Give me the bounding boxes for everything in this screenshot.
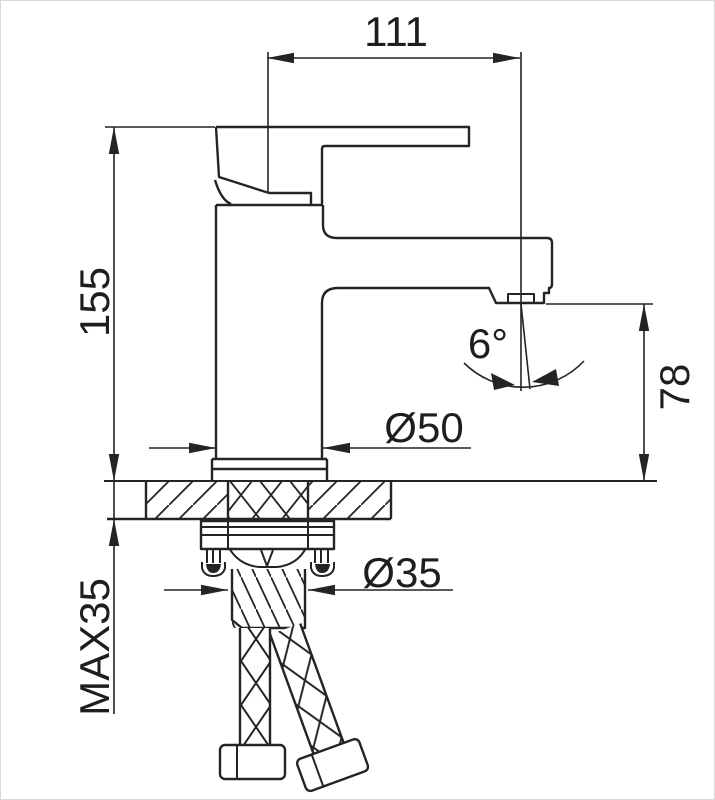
hose-left-braid: [240, 628, 270, 745]
dim-78-arrow-bottom: [638, 454, 650, 481]
dimension-max-thickness: MAX35: [71, 519, 120, 716]
dim-155-lines: [105, 126, 215, 714]
dim-angle-label: 6°: [468, 320, 508, 367]
dim-78-arrow-top: [638, 304, 650, 331]
dim-d35-label: Ø35: [362, 549, 441, 596]
dim-d50-arrow-right: [323, 442, 350, 454]
dim-max35-label: MAX35: [71, 578, 118, 716]
dim-d50-label: Ø50: [384, 404, 463, 451]
dim-155-label: 155: [71, 267, 118, 337]
dim-angle-lines: [463, 303, 585, 390]
shank-through-hole: [228, 481, 308, 519]
mounting-screw-right-tip: [315, 564, 330, 573]
countertop-hatch-left: [146, 481, 228, 519]
dimension-spout-reach: 111: [267, 8, 522, 391]
base-flange: [210, 457, 329, 480]
faucet-outline: [210, 125, 554, 480]
dim-d35-arrow-right: [308, 584, 335, 596]
dimension-overall-height: 155: [71, 126, 215, 714]
dim-111-arrow-left: [267, 52, 294, 64]
mounting-screw-left-tip: [206, 564, 221, 573]
hose-left-edges: [238, 628, 272, 745]
dim-155-arrow-top: [108, 127, 120, 154]
hose-right-fitting: [295, 737, 370, 793]
countertop-outline: [107, 481, 393, 521]
dim-111-lines: [267, 52, 522, 391]
countertop-hatch-right: [308, 481, 391, 519]
hose-left-fitting: [218, 743, 287, 781]
mounting-nut: [228, 547, 307, 568]
dim-155-arrow-bottom: [108, 454, 120, 481]
mounting-washer-seams: [201, 521, 334, 549]
countertop: [104, 480, 657, 521]
dim-78-lines: [546, 303, 653, 481]
hose-right-fitting-seam: [310, 754, 325, 787]
dim-111-label: 111: [364, 8, 428, 55]
dim-111-arrow-right: [493, 52, 520, 64]
dim-d35-arrow-left: [201, 584, 228, 596]
mounting-hardware: [199, 519, 336, 630]
hose-right-edges: [269, 623, 346, 756]
faucet-body-and-spout: [214, 203, 554, 459]
mounting-screw-left: [201, 549, 226, 577]
hose-right-braid: [270, 623, 344, 755]
threaded-shank-fill: [232, 569, 305, 628]
mounting-washer: [199, 519, 336, 551]
dimension-outlet-height: 78: [546, 303, 698, 481]
mounting-screw-right: [310, 549, 335, 577]
supply-hose-left: [218, 628, 287, 781]
dim-angle-arrow-right: [532, 369, 559, 386]
faucet-handle: [213, 125, 471, 206]
dimension-hole-diameter: Ø35: [164, 549, 453, 596]
dimension-body-diameter: Ø50: [149, 404, 471, 454]
dim-d50-arrow-left: [189, 442, 216, 454]
dim-max35-arrow: [108, 519, 120, 546]
dim-78-label: 78: [651, 364, 698, 411]
drawing-root: 111 155 MAX35 78 6°: [71, 8, 698, 793]
supply-hose-right: [269, 623, 370, 793]
dimension-outlet-angle: 6°: [463, 303, 585, 390]
dim-angle-arrow-left: [491, 373, 515, 390]
